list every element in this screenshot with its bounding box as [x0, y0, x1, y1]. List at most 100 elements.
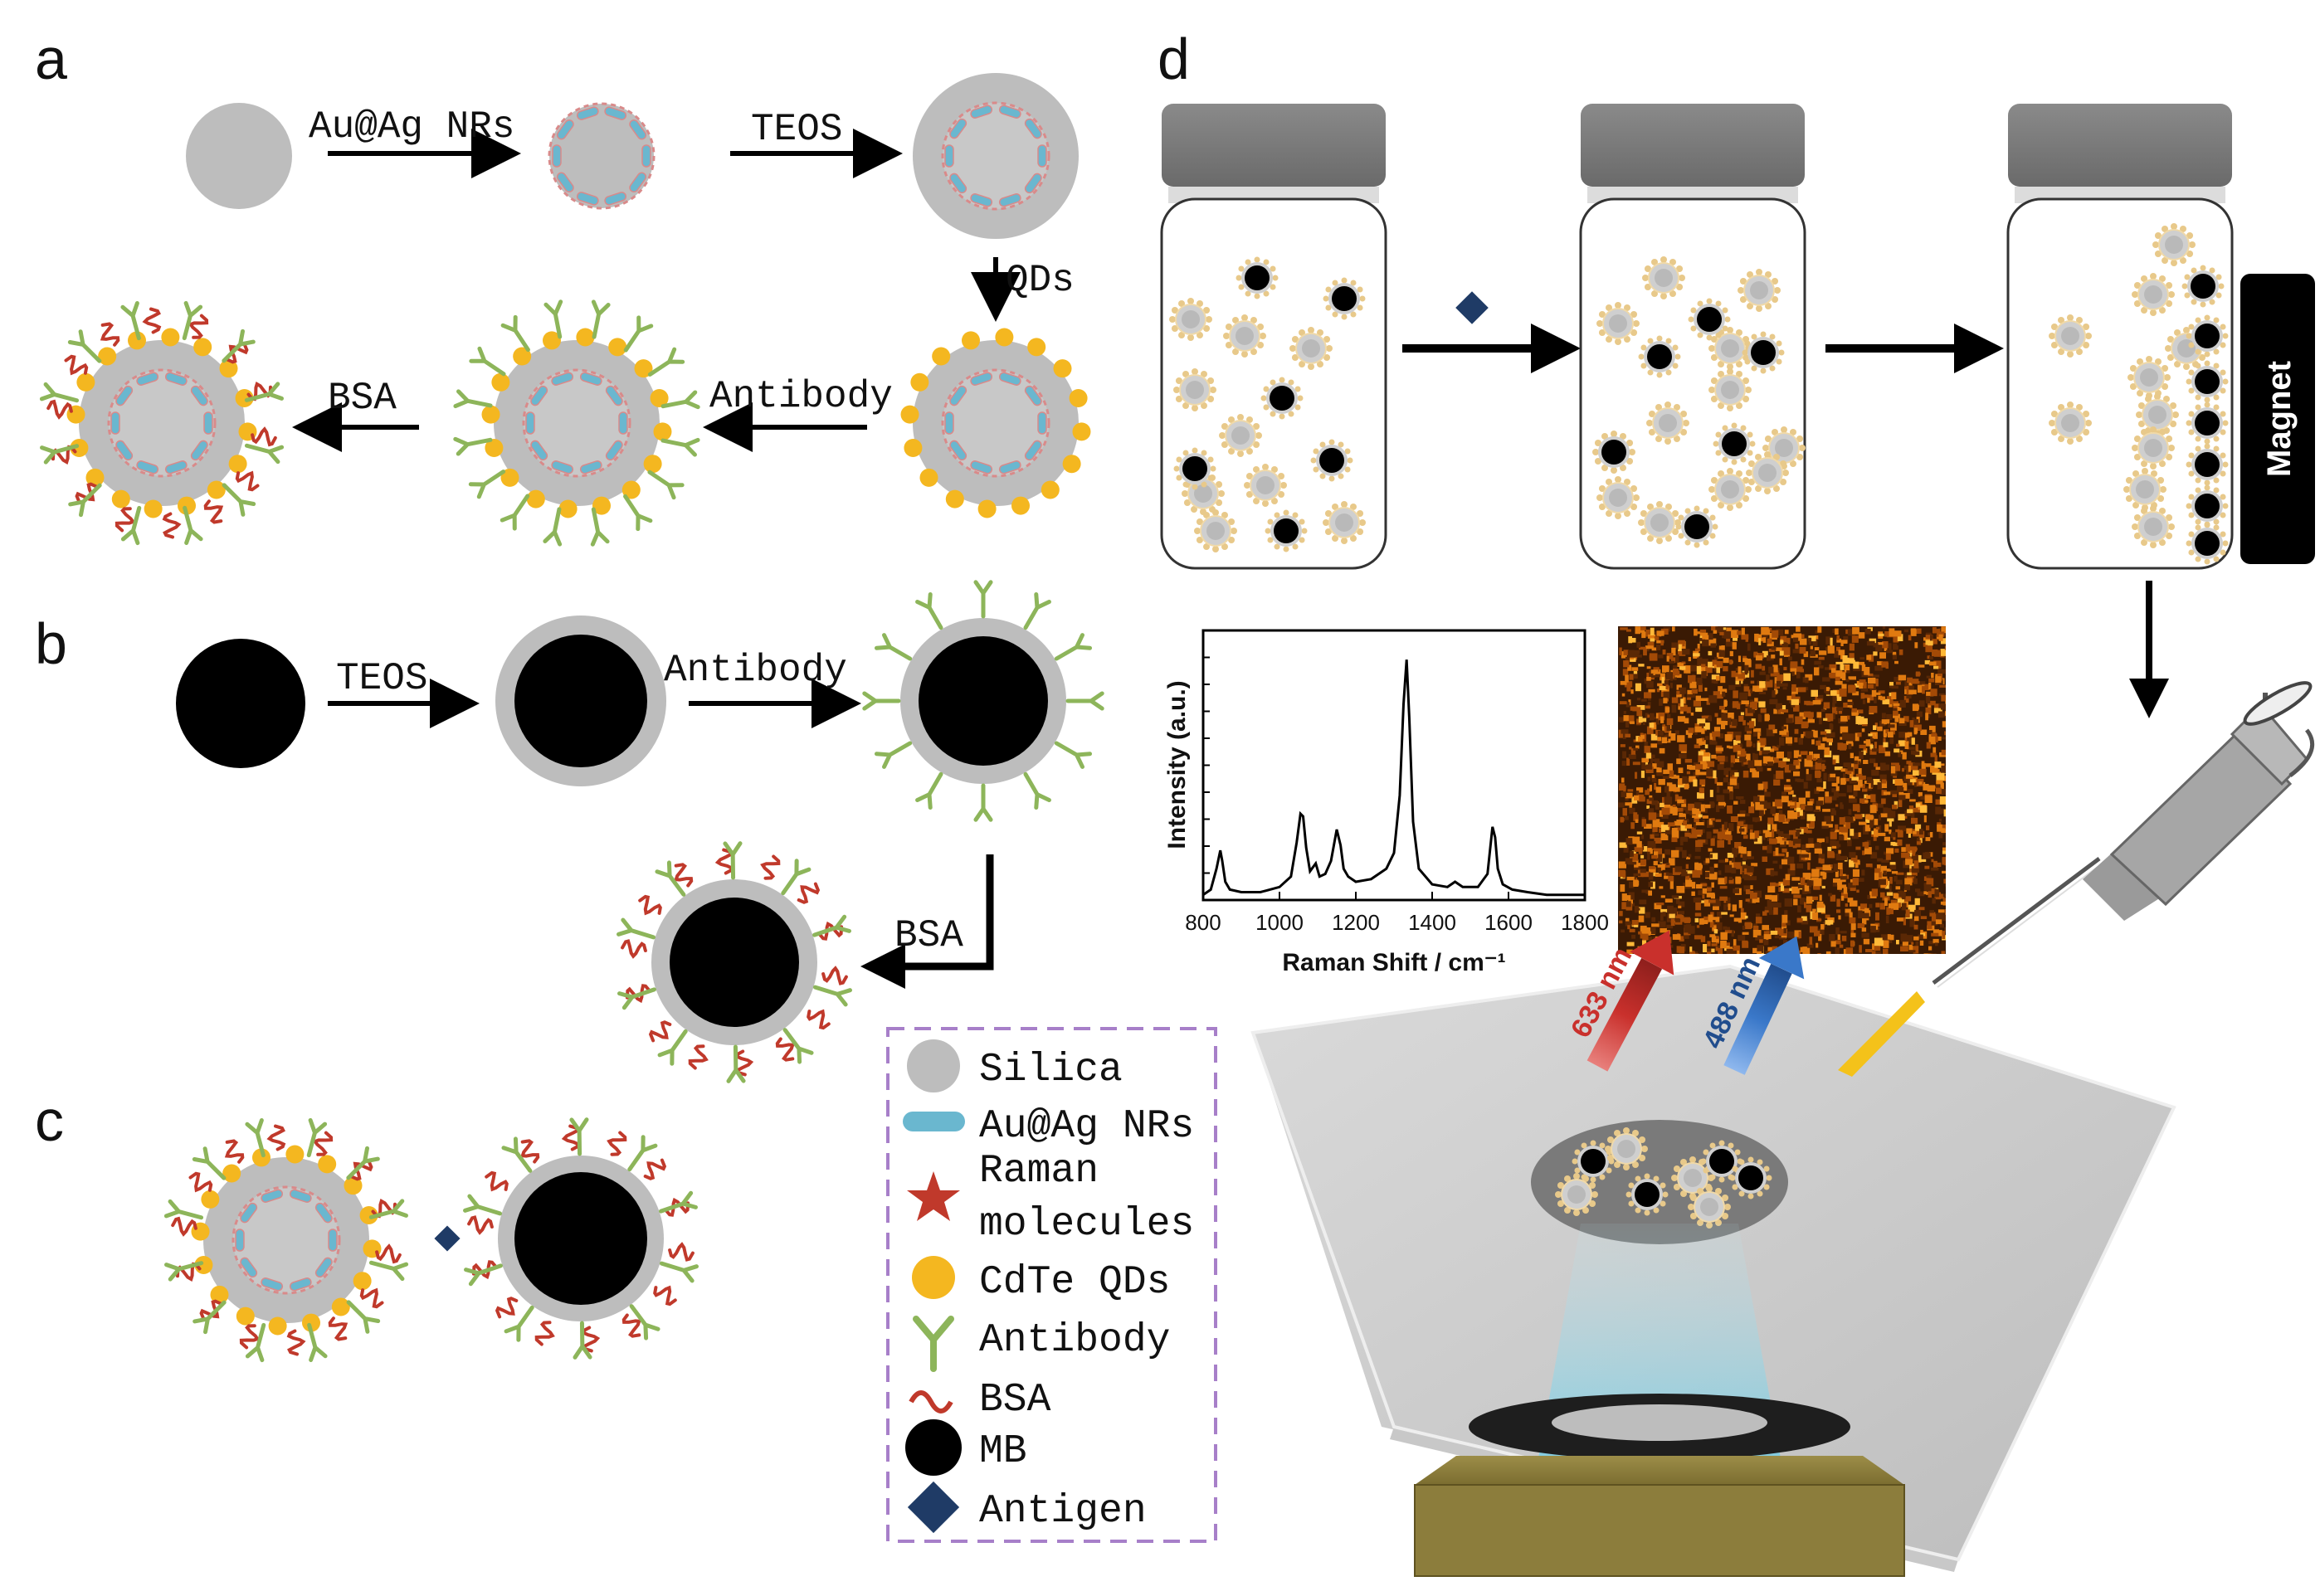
- map-pixel: [1678, 905, 1682, 908]
- map-pixel: [1886, 892, 1894, 896]
- bsa-strand: [674, 863, 694, 888]
- map-pixel: [1653, 860, 1658, 866]
- map-pixel: [1840, 895, 1845, 901]
- map-pixel: [1854, 756, 1861, 763]
- blocked-magnetic-bead: [617, 841, 852, 1083]
- map-pixel: [1679, 936, 1684, 942]
- map-pixel: [1813, 757, 1817, 762]
- map-pixel: [1800, 877, 1806, 886]
- map-pixel: [1856, 889, 1859, 893]
- antibody-magnetic-bead: [862, 580, 1104, 822]
- map-pixel: [1898, 752, 1902, 757]
- map-pixel: [1855, 732, 1859, 742]
- map-pixel: [1817, 626, 1822, 633]
- map-pixel: [1893, 708, 1898, 713]
- map-pixel: [1809, 798, 1815, 804]
- map-pixel: [1646, 666, 1651, 669]
- map-pixel: [1649, 654, 1653, 659]
- map-pixel: [1640, 834, 1645, 839]
- bsa-strand: [266, 1124, 286, 1151]
- map-pixel: [1779, 731, 1786, 735]
- map-pixel: [1713, 929, 1718, 934]
- map-pixel: [1672, 934, 1681, 940]
- map-pixel: [1827, 645, 1835, 654]
- x-tick-label: 1000: [1255, 910, 1304, 935]
- map-pixel: [1752, 925, 1759, 931]
- map-pixel: [1698, 755, 1707, 762]
- map-pixel: [1767, 946, 1773, 951]
- map-pixel: [1709, 934, 1716, 937]
- map-pixel: [1767, 641, 1774, 647]
- map-pixel: [1928, 703, 1932, 709]
- map-pixel: [1716, 804, 1724, 809]
- map-pixel: [1922, 684, 1930, 691]
- map-pixel: [1651, 923, 1660, 927]
- map-pixel: [1786, 779, 1791, 782]
- map-pixel: [1814, 843, 1819, 848]
- map-pixel: [1630, 638, 1636, 643]
- map-pixel: [1815, 635, 1819, 640]
- map-pixel: [1738, 935, 1746, 942]
- bsa-strand: [607, 1131, 627, 1156]
- map-pixel: [1694, 935, 1703, 940]
- map-pixel: [1750, 680, 1755, 684]
- map-pixel: [1820, 872, 1827, 878]
- map-pixel: [1699, 761, 1707, 769]
- map-pixel: [1764, 791, 1771, 797]
- map-pixel: [1807, 801, 1813, 806]
- map-pixel: [1934, 769, 1940, 772]
- map-pixel: [1864, 841, 1869, 849]
- map-pixel: [1891, 871, 1898, 874]
- map-pixel: [1725, 858, 1728, 863]
- sers-tag-particle: [2132, 505, 2175, 548]
- map-pixel: [1655, 786, 1661, 793]
- map-pixel: [1940, 782, 1944, 791]
- map-pixel: [1632, 836, 1640, 844]
- map-pixel: [1936, 631, 1945, 637]
- quantum-dot: [222, 1164, 241, 1183]
- map-pixel: [1754, 760, 1762, 766]
- map-pixel: [1904, 814, 1908, 819]
- map-pixel: [1895, 765, 1901, 771]
- map-pixel: [1726, 627, 1732, 632]
- map-pixel: [1618, 802, 1625, 808]
- map-pixel: [1874, 871, 1883, 876]
- map-pixel: [1734, 842, 1742, 850]
- map-pixel: [1766, 674, 1770, 682]
- map-pixel: [1836, 909, 1841, 913]
- map-pixel: [1748, 806, 1755, 814]
- map-pixel: [1866, 654, 1872, 660]
- map-pixel: [1825, 687, 1830, 692]
- sers-tag-particle: [1169, 298, 1212, 341]
- map-pixel: [1816, 778, 1822, 783]
- map-pixel: [1796, 863, 1804, 869]
- nanorod-ring: [552, 106, 651, 206]
- antibody: [40, 444, 80, 465]
- map-pixel: [1779, 928, 1787, 936]
- map-pixel: [1623, 650, 1629, 655]
- map-pixel: [1890, 841, 1896, 846]
- map-pixel: [1733, 862, 1742, 869]
- nanorod: [949, 385, 967, 406]
- map-pixel: [1644, 678, 1650, 684]
- map-pixel: [1691, 953, 1699, 954]
- legend-mb: MB: [979, 1429, 1027, 1474]
- quantum-dot: [653, 422, 672, 441]
- map-pixel: [1799, 712, 1806, 720]
- map-pixel: [1836, 694, 1842, 701]
- map-pixel: [1623, 715, 1629, 722]
- map-pixel: [1655, 674, 1660, 678]
- map-pixel: [1695, 707, 1703, 713]
- map-pixel: [1656, 767, 1662, 773]
- map-pixel: [1733, 848, 1739, 855]
- vial-1: [1160, 104, 1387, 570]
- map-pixel: [1840, 804, 1844, 810]
- map-pixel: [1719, 896, 1728, 901]
- map-pixel: [1724, 734, 1733, 742]
- map-pixel: [1832, 883, 1837, 887]
- map-pixel: [1731, 856, 1735, 863]
- legend-antibody: Antibody: [979, 1318, 1170, 1363]
- map-pixel: [1711, 674, 1720, 680]
- map-pixel: [1816, 942, 1819, 948]
- map-pixel: [1831, 782, 1838, 786]
